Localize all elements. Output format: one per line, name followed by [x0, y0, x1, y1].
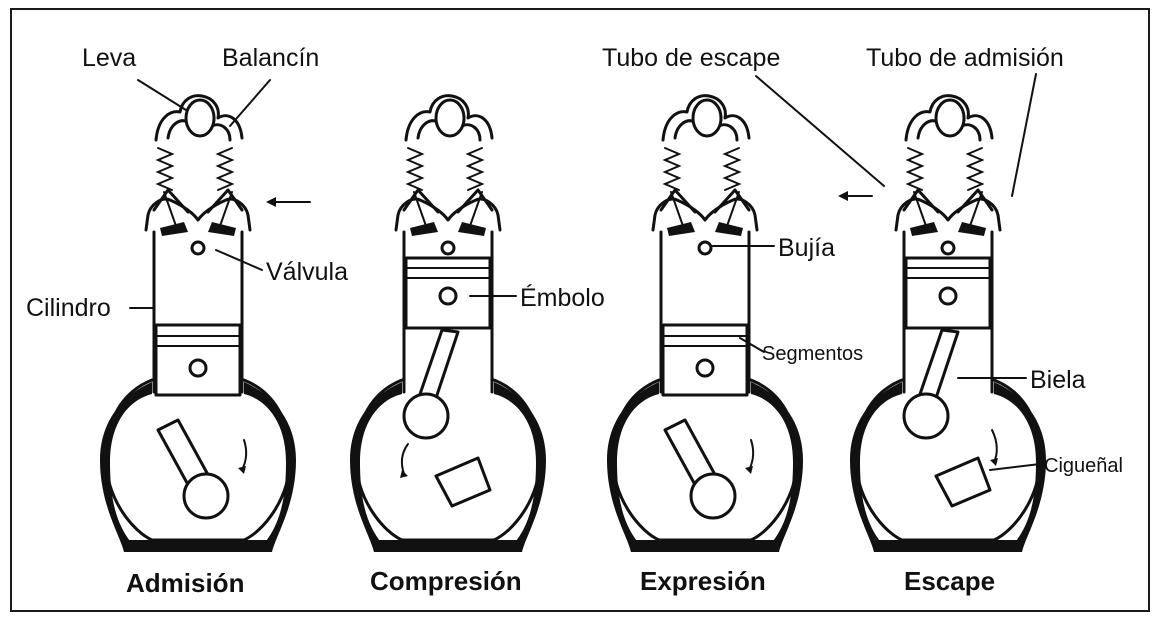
stroke-title-compresion: Compresión — [370, 566, 522, 596]
label-tubo-escape: Tubo de escape — [602, 44, 780, 72]
label-tubo-admision: Tubo de admisión — [866, 44, 1064, 72]
exhaust-arrow — [838, 191, 872, 201]
stroke-title-expresion: Expresión — [640, 566, 766, 596]
stroke-title-admision: Admisión — [126, 568, 244, 598]
label-balancin: Balancín — [222, 44, 319, 72]
stroke-title-escape: Escape — [904, 566, 995, 596]
label-valvula: Válvula — [266, 258, 348, 286]
label-cigueñal: Cigueñal — [1044, 455, 1123, 477]
intake-arrow — [266, 197, 310, 207]
label-embolo: Émbolo — [520, 283, 605, 312]
label-leva: Leva — [82, 44, 136, 72]
engine-expresion — [607, 96, 803, 552]
label-segmentos: Segmentos — [762, 343, 863, 365]
engine-escape — [850, 96, 1046, 552]
engine-admision — [100, 96, 296, 552]
label-cilindro: Cilindro — [26, 294, 111, 322]
engine-compresion — [350, 96, 546, 552]
label-biela: Biela — [1030, 366, 1086, 394]
label-bujia: Bujía — [778, 234, 835, 262]
